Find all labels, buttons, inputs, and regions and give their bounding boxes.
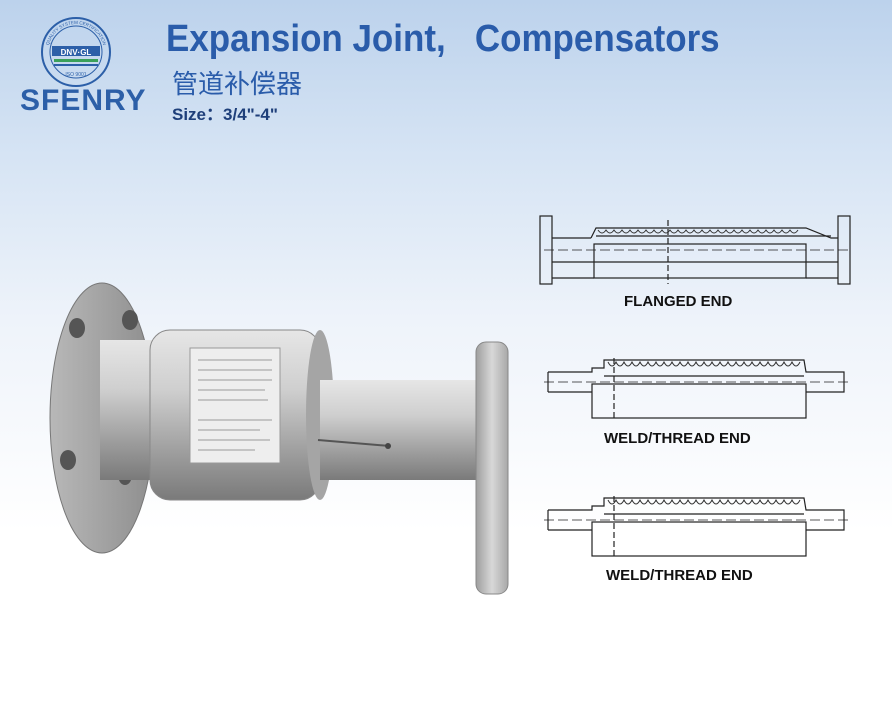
certification-seal-icon: DNV·GL ISO 9001 QUALITY SYSTEM CERTIFICA…: [41, 17, 111, 87]
svg-text:QUALITY SYSTEM CERTIFICATION: QUALITY SYSTEM CERTIFICATION: [45, 20, 107, 46]
weld-thread-end-drawing-1: [544, 358, 850, 420]
brand-name: SFENRY: [20, 84, 147, 117]
caption-weld-thread-end-1: WELD/THREAD END: [604, 430, 751, 447]
weld-thread-end-drawing-2: [544, 496, 850, 558]
certification-logo: DNV·GL ISO 9001 QUALITY SYSTEM CERTIFICA…: [14, 12, 134, 122]
ring-text: QUALITY SYSTEM CERTIFICATION: [45, 20, 107, 46]
iso-text: ISO 9001: [65, 72, 86, 78]
expansion-joint-photo: [49, 282, 509, 595]
page-subtitle-cn: 管道补偿器: [172, 70, 303, 100]
caption-flanged-end: FLANGED END: [624, 293, 733, 310]
page-title: Expansion Joint, Compensators: [166, 18, 720, 60]
cert-body-text: DNV·GL: [61, 48, 92, 57]
size-range: Size：3/4"-4": [172, 105, 278, 124]
caption-weld-thread-end-2: WELD/THREAD END: [606, 567, 753, 584]
flanged-end-drawing: [539, 215, 851, 285]
